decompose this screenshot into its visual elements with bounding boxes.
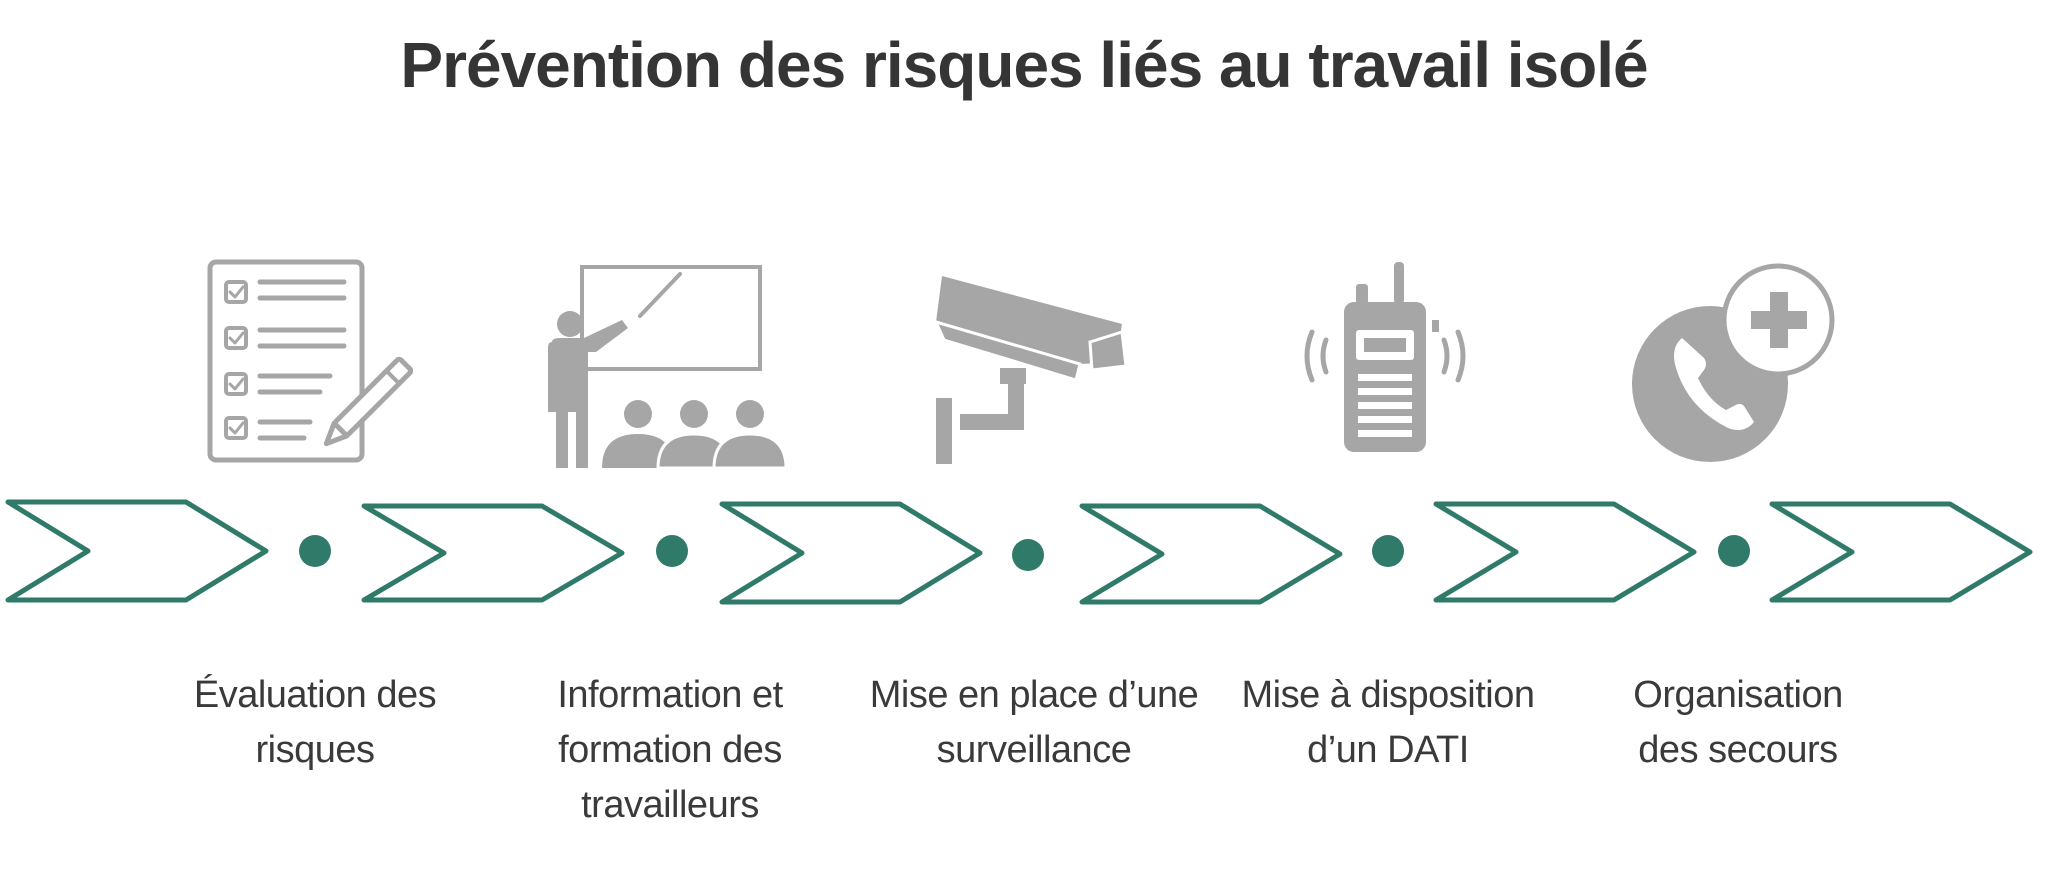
checklist-icon <box>200 258 430 466</box>
step-label-evaluation: Évaluation des risques <box>193 674 437 771</box>
step-chevron-6 <box>1769 501 2033 603</box>
step-chevron-4 <box>1079 503 1343 605</box>
step-dot-2 <box>656 535 688 567</box>
walkie-talkie-icon <box>1296 258 1478 454</box>
step-chevron-5 <box>1433 501 1697 603</box>
step-dot-4 <box>1372 535 1404 567</box>
emergency-call-icon <box>1630 258 1836 464</box>
step-label-information: Information et formation des travailleur… <box>557 674 783 826</box>
step-label-surveillance: Mise en place d’une surveillance <box>869 674 1199 771</box>
page-title: Prévention des risques liés au travail i… <box>400 29 1648 101</box>
step-dot-5 <box>1718 535 1750 567</box>
training-icon <box>538 262 788 470</box>
step-dot-3 <box>1012 539 1044 571</box>
step-dot-1 <box>299 535 331 567</box>
step-chevron-3 <box>719 501 983 605</box>
step-chevron-2 <box>361 503 625 603</box>
step-chevron-1 <box>5 499 269 603</box>
step-label-dati: Mise à disposition d’un DATI <box>1241 674 1535 771</box>
process-timeline <box>0 496 2048 606</box>
surveillance-camera-icon <box>930 268 1130 468</box>
step-label-secours: Organisation des secours <box>1633 674 1843 771</box>
